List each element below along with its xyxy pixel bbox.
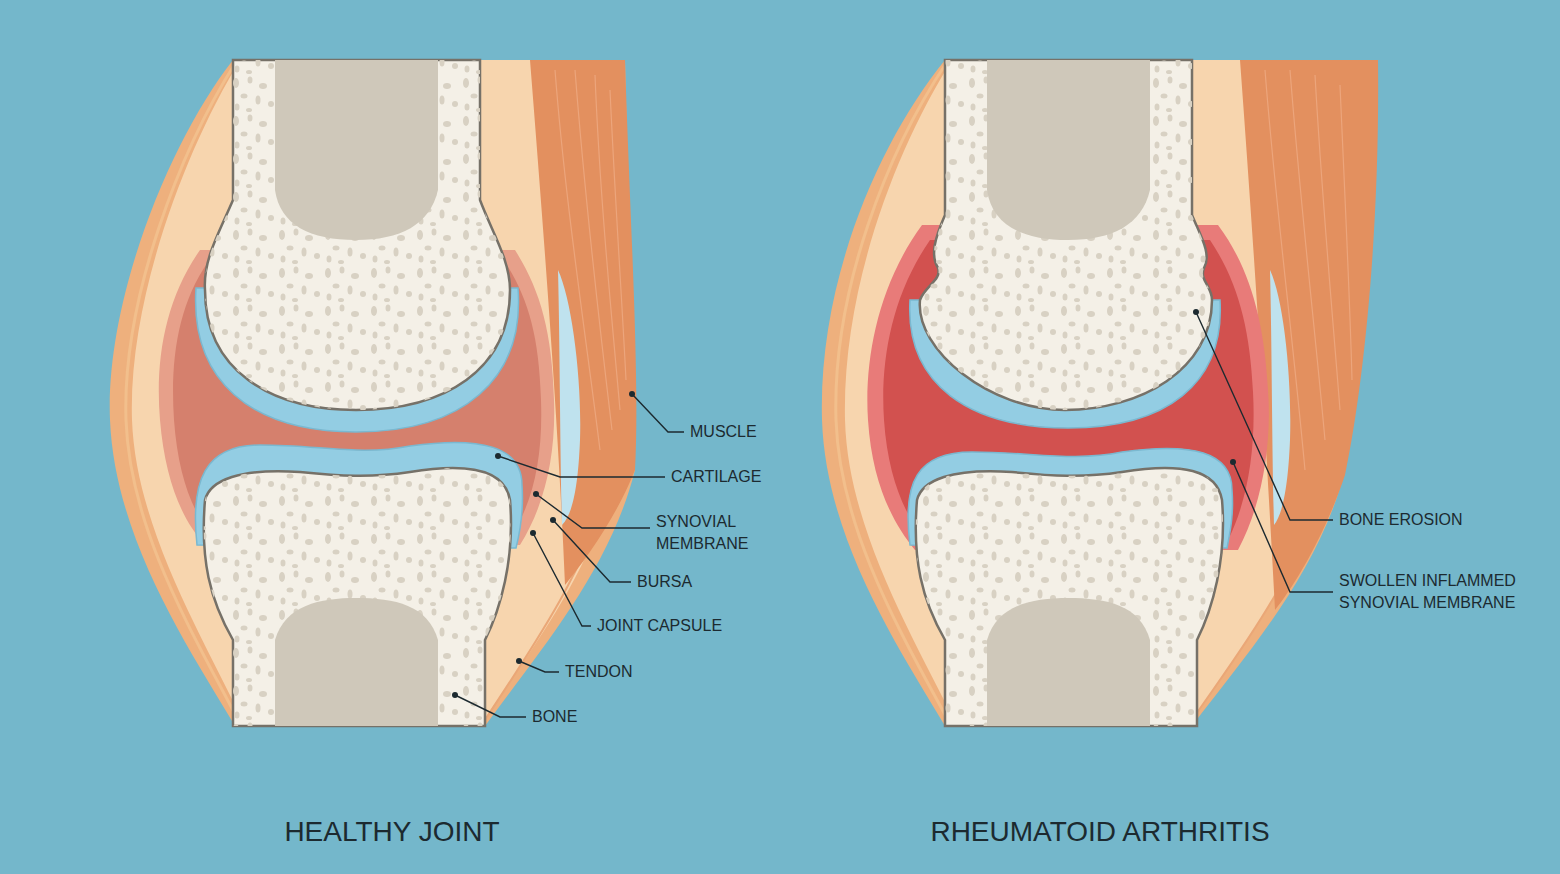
marrow-cavity [987, 598, 1150, 726]
leader-line [455, 695, 526, 717]
bone [916, 468, 1223, 726]
part-label: SYNOVIAL MEMBRANE [656, 511, 766, 555]
part-label: BURSA [637, 571, 692, 593]
leader-dot [533, 491, 539, 497]
panel-caption: RHEUMATOID ARTHRITIS [930, 815, 1269, 849]
spongy-bone [916, 468, 1223, 726]
bone [204, 468, 511, 726]
leader-line [533, 533, 591, 626]
leader-line [553, 520, 631, 582]
leader-line [498, 456, 665, 477]
panel-caption: HEALTHY JOINT [284, 815, 499, 849]
part-label: MUSCLE [690, 421, 757, 443]
bursa [558, 270, 580, 525]
part-label: CARTILAGE [671, 466, 761, 488]
part-label: BONE EROSION [1339, 509, 1463, 531]
muscle [530, 60, 636, 585]
leader-dot [452, 692, 458, 698]
leader-dot [1230, 459, 1236, 465]
leader-line [632, 394, 684, 432]
leader-dot [516, 658, 522, 664]
spongy-bone [204, 468, 511, 726]
bone [920, 60, 1212, 410]
leader-line [1233, 462, 1333, 592]
marrow-cavity [275, 60, 438, 240]
marrow-cavity [275, 598, 438, 726]
leader-dot [530, 530, 536, 536]
healthy-joint [110, 60, 637, 726]
part-label: JOINT CAPSULE [597, 615, 722, 637]
part-label: BONE [532, 706, 577, 728]
bursa [1270, 270, 1290, 525]
part-label: SWOLLEN INFLAMMED SYNOVIAL MEMBRANE [1339, 570, 1539, 614]
bone [205, 60, 510, 410]
part-label: TENDON [565, 661, 633, 683]
leader-dot [629, 391, 635, 397]
leader-dot [495, 453, 501, 459]
leader-dot [1193, 309, 1199, 315]
marrow-cavity [987, 60, 1150, 240]
leader-line [1196, 312, 1333, 520]
spongy-bone [205, 60, 510, 410]
leader-line [519, 661, 559, 672]
leader-lines [455, 312, 1333, 717]
leader-line [536, 494, 650, 528]
ra-joint [822, 60, 1378, 726]
outer-tissue [822, 60, 1378, 726]
leader-dot [550, 517, 556, 523]
spongy-bone [920, 60, 1212, 410]
leader-dots [452, 309, 1236, 698]
